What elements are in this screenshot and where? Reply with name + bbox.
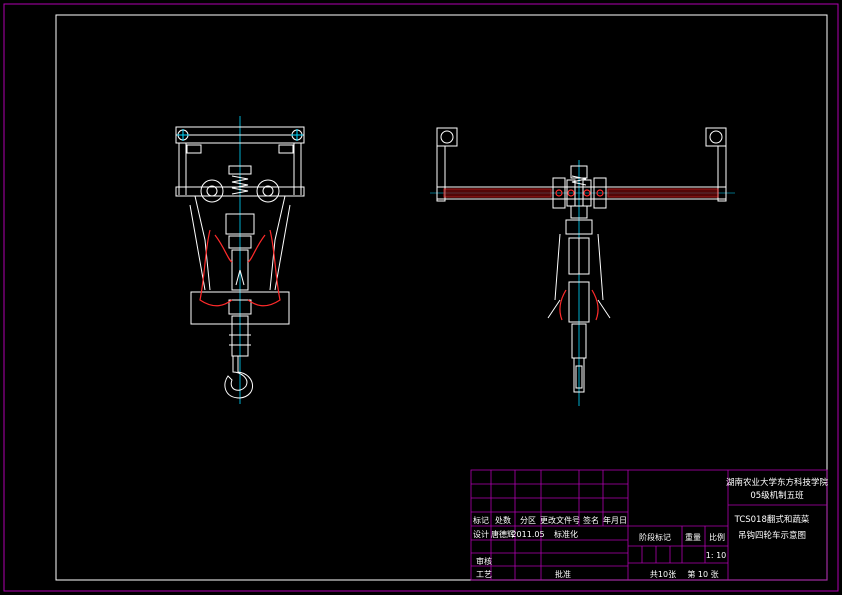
approve-label: 批准 (555, 569, 571, 579)
header-zone: 分区 (520, 516, 536, 525)
sheet-total: 共10张 (650, 570, 676, 579)
review-label: 审核 (476, 556, 492, 566)
lifting-hook (224, 356, 253, 399)
header-count: 处数 (495, 515, 511, 525)
drawing-title-2: 吊钩四轮车示意图 (738, 530, 806, 541)
rail-bar (436, 186, 727, 200)
process-label: 工艺 (476, 570, 492, 579)
title-block (470, 469, 828, 581)
header-signature: 签名 (583, 515, 599, 525)
right-side-pin (709, 130, 723, 144)
side-red-members (443, 188, 719, 321)
side-hook (573, 358, 585, 393)
school-name: 湖南农业大学东方科技学院 (726, 477, 829, 488)
left-side-pin (440, 130, 454, 144)
front-red-members (199, 229, 281, 307)
drawing-title-1: TCS018翻式和蔬菜 (734, 514, 810, 525)
scale-label: 比例 (709, 532, 725, 542)
sheet-current: 第 10 张 (687, 569, 718, 579)
designer-name: 唐德辉 (491, 529, 515, 539)
lower-plate (190, 291, 290, 325)
right-wheel (256, 179, 280, 203)
front-view (175, 116, 305, 404)
design-date: 2011.05 (511, 530, 544, 539)
weight-label: 重量 (685, 532, 701, 542)
standardize-label: 标准化 (554, 529, 578, 539)
header-change-doc: 更改文件号 (540, 515, 580, 525)
left-wheel (200, 179, 224, 203)
outer-border (3, 3, 839, 592)
side-view (430, 127, 735, 406)
header-date: 年月日 (603, 515, 627, 525)
class-name: 05级机制五班 (750, 490, 804, 501)
stage-label: 阶段标记 (639, 532, 671, 542)
scale-value: 1: 10 (706, 551, 727, 560)
header-mark: 标记 (473, 515, 489, 525)
design-label: 设计 (473, 529, 489, 539)
inner-frame (55, 14, 828, 581)
